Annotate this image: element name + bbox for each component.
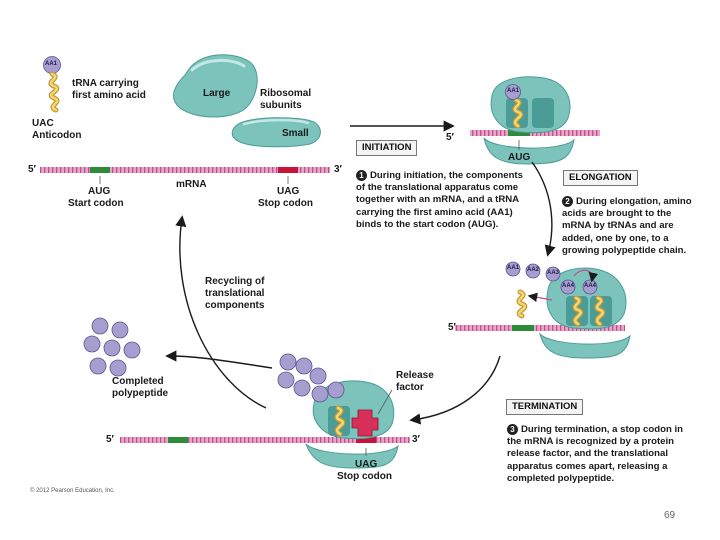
aa5-label: AA4 [584, 283, 597, 289]
aug-label-initiation: AUG [508, 152, 531, 163]
large-label: Large [203, 88, 231, 99]
step-1-badge: 1 [356, 170, 367, 181]
termination-title: TERMINATION [506, 399, 584, 415]
completed-polypeptide-label: Completed polypeptide [112, 376, 169, 399]
trna-carrying-label: tRNA carrying first amino acid [72, 78, 146, 101]
uag-label: UAG [277, 186, 300, 197]
three-prime-termination: 3′ [412, 434, 420, 445]
completed-polypeptide-icon [83, 317, 141, 377]
small-subunit-icon [231, 117, 321, 148]
aa4-label: AA4 [562, 283, 575, 289]
termination-complex-icon [120, 353, 410, 469]
mrna-label: mRNA [176, 179, 207, 190]
mrna-strand-top [40, 167, 330, 173]
step-3-badge: 3 [507, 424, 518, 435]
three-prime-top: 3′ [334, 164, 342, 175]
uag-label-termination: UAG [355, 459, 378, 470]
small-label: Small [282, 128, 309, 139]
aa1-label-initiation: AA1 [507, 88, 520, 94]
recycling-label: Recycling of translational components [205, 276, 265, 311]
uac-label: UAC [32, 118, 54, 129]
aa1-label-elongation: AA1 [507, 265, 520, 271]
stop-codon-label-termination: Stop codon [337, 471, 392, 482]
arrow-release-polypeptide [165, 350, 273, 369]
aa3-label: AA3 [547, 270, 560, 276]
stop-codon-label: Stop codon [258, 198, 313, 209]
anticodon-label: Anticodon [32, 130, 82, 141]
elongation-title: ELONGATION [563, 170, 638, 186]
aug-label: AUG [88, 186, 111, 197]
elongation-complex-icon [455, 261, 631, 359]
page-number: 69 [664, 510, 676, 521]
arrow-to-elongation [531, 161, 556, 257]
five-prime-elongation: 5′ [448, 322, 456, 333]
five-prime-top: 5′ [28, 164, 36, 175]
five-prime-initiation: 5′ [446, 132, 454, 143]
five-prime-termination: 5′ [106, 434, 114, 445]
aa2-label: AA2 [527, 267, 540, 273]
copyright: © 2012 Pearson Education, Inc. [30, 488, 115, 494]
initiation-complex-icon [470, 76, 600, 165]
step-2-badge: 2 [562, 196, 573, 207]
cycle-arrows [165, 120, 556, 425]
release-factor-label: Release factor [396, 370, 434, 393]
initiation-title: INITIATION [356, 140, 418, 156]
large-subunit-icon [172, 54, 258, 118]
trna-aa1-icon [43, 56, 61, 113]
arrow-to-termination [409, 355, 501, 425]
start-codon-label: Start codon [68, 198, 124, 209]
aa1-label-top: AA1 [45, 61, 58, 67]
ribosomal-subunits-label: Ribosomal subunits [260, 88, 312, 111]
arrow-recycling [175, 215, 267, 409]
